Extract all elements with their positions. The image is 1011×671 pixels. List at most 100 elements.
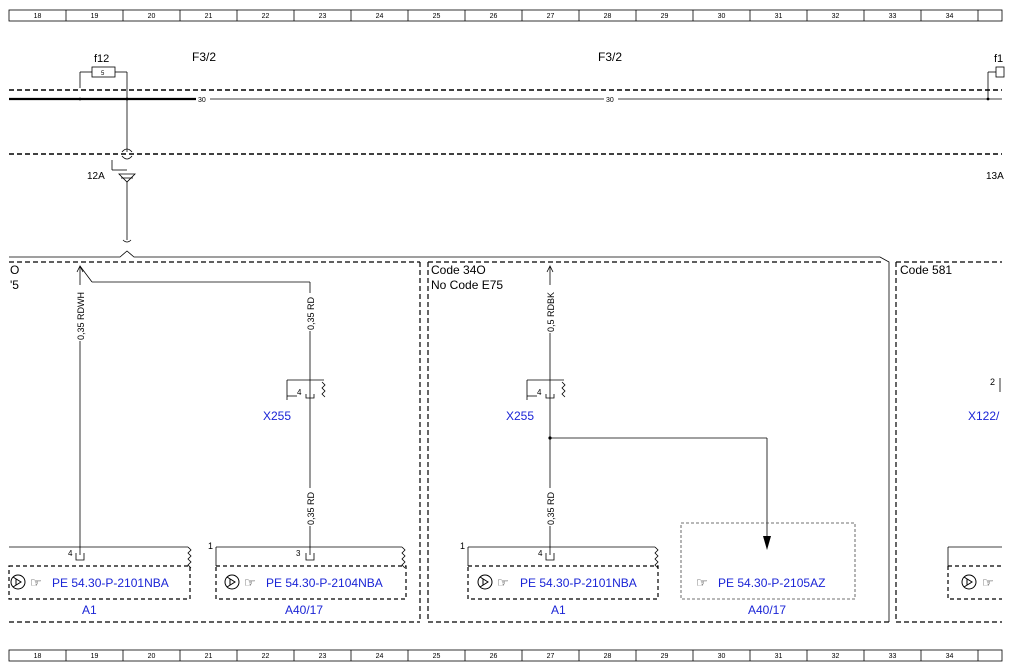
module-a1-mid[interactable]: 1 4 ☞ PE 54.30-P-2101NBA A1 <box>460 541 659 617</box>
zone-right-code: Code 581 <box>900 263 952 277</box>
module-a1-left[interactable]: 4 ☞ PE 54.30-P-2101NBA A1 <box>8 546 192 617</box>
fuse-rating: 5 <box>101 71 105 77</box>
module-num-m2: 1 <box>208 541 213 551</box>
connector-label-x122[interactable]: X122/ <box>968 409 1000 423</box>
fuse-name-right: f1 <box>994 53 1003 65</box>
bottom-ruler-label: 24 <box>376 653 384 660</box>
top-ruler-label: 32 <box>832 13 840 20</box>
bottom-ruler-label: 30 <box>718 653 726 660</box>
wire-label-4: 0,5 RDBK <box>546 292 556 332</box>
bottom-ruler-label: 31 <box>775 653 783 660</box>
top-ruler-label: 26 <box>490 13 498 20</box>
module-ref-m2[interactable]: PE 54.30-P-2104NBA <box>266 576 383 590</box>
top-ruler-label: 33 <box>889 13 897 20</box>
top-ruler-label: 24 <box>376 13 384 20</box>
control-unit-icon <box>961 574 977 590</box>
top-ruler-label: 18 <box>34 13 42 20</box>
bottom-ruler-label: 19 <box>91 653 99 660</box>
zone-outline <box>9 250 890 622</box>
connector-x122[interactable]: 2 X122/ <box>968 377 1001 423</box>
bus-label-b: 30 <box>606 97 614 104</box>
bottom-ruler-label: 21 <box>205 653 213 660</box>
bottom-ruler-label: 29 <box>661 653 669 660</box>
control-unit-icon <box>10 574 26 590</box>
fuse-right-edge: f1 <box>987 53 1005 98</box>
top-ruler-label: 31 <box>775 13 783 20</box>
pin-m3: 4 <box>538 549 543 558</box>
top-ruler-label: 30 <box>718 13 726 20</box>
wire-label-3: 0,35 RD <box>306 491 316 525</box>
wire-rdwh[interactable]: 0,35 RDWH <box>75 265 310 555</box>
bottom-ruler-label: 20 <box>148 653 156 660</box>
wire-label-1: 0,35 RDWH <box>76 292 86 340</box>
module-partial-right[interactable]: ☞ <box>947 546 1002 600</box>
module-ref-m4[interactable]: PE 54.30-P-2105AZ <box>718 576 825 590</box>
pin-x255-mid: 4 <box>537 388 542 397</box>
top-ruler-label: 21 <box>205 13 213 20</box>
top-ruler-label: 20 <box>148 13 156 20</box>
splice-label-right: 13A <box>986 171 1004 182</box>
zone-left-code: O <box>10 263 19 277</box>
bottom-ruler-label: 25 <box>433 653 441 660</box>
wire-rdbk[interactable]: 0,5 RDBK 0,35 RD <box>545 265 771 555</box>
module-name-m4[interactable]: A40/17 <box>748 603 786 617</box>
connector-x255-mid[interactable]: 4 X255 <box>506 379 566 423</box>
top-ruler: 18 19 20 21 22 23 24 25 26 27 28 29 30 31 32 33 34 <box>8 9 1003 22</box>
pin-x122: 2 <box>990 377 995 387</box>
bottom-ruler-label: 34 <box>946 653 954 660</box>
connector-x255-left[interactable]: 4 X255 <box>263 379 326 423</box>
pin-m1: 4 <box>68 549 73 558</box>
top-ruler-label: 29 <box>661 13 669 20</box>
splice-12a: 12A 13A <box>87 88 1004 243</box>
top-ruler-label: 28 <box>604 13 612 20</box>
sheet-ref-right: F3/2 <box>598 50 622 64</box>
bus-30: 30 30 <box>9 95 1002 104</box>
control-unit-icon <box>477 574 493 590</box>
pointing-hand-icon: ☞ <box>244 575 256 590</box>
fuse-f12[interactable]: f12 5 <box>79 53 128 88</box>
top-ruler-label: 25 <box>433 13 441 20</box>
top-ruler-label: 22 <box>262 13 270 20</box>
pointing-hand-icon: ☞ <box>982 575 994 590</box>
control-unit-icon <box>224 574 240 590</box>
module-name-m1[interactable]: A1 <box>82 603 97 617</box>
module-num-m3: 1 <box>460 541 465 551</box>
pin-x255-left: 4 <box>297 388 302 397</box>
zone-left-code-2: '5 <box>10 278 19 292</box>
bottom-ruler-label: 27 <box>547 653 555 660</box>
top-ruler-label: 34 <box>946 13 954 20</box>
zone-mid-code: Code 34O <box>431 263 486 277</box>
bottom-ruler-label: 18 <box>34 653 42 660</box>
pointing-hand-icon: ☞ <box>30 575 42 590</box>
bottom-ruler-label: 28 <box>604 653 612 660</box>
module-ref-m1[interactable]: PE 54.30-P-2101NBA <box>52 576 169 590</box>
top-ruler-label: 27 <box>547 13 555 20</box>
top-ruler-label: 19 <box>91 13 99 20</box>
fuse-body <box>91 66 116 78</box>
top-ruler-label: 23 <box>319 13 327 20</box>
pin-m2: 3 <box>296 549 301 558</box>
bottom-ruler-label: 26 <box>490 653 498 660</box>
bottom-ruler-label: 23 <box>319 653 327 660</box>
wire-rd-1[interactable]: 0,35 RD 0,35 RD <box>305 282 316 555</box>
connector-label-x255-mid[interactable]: X255 <box>506 409 534 423</box>
arrow-down-icon <box>763 536 771 550</box>
pointing-hand-icon: ☞ <box>696 575 708 590</box>
wire-label-2: 0,35 RD <box>306 296 316 330</box>
splice-label-left: 12A <box>87 171 105 182</box>
fuse-name: f12 <box>94 53 109 65</box>
bus-label-a: 30 <box>198 97 206 104</box>
module-name-m2[interactable]: A40/17 <box>285 603 323 617</box>
zone-mid-code-2: No Code E75 <box>431 278 503 292</box>
bottom-ruler-label: 32 <box>832 653 840 660</box>
module-name-m3[interactable]: A1 <box>551 603 566 617</box>
connector-label-x255-left[interactable]: X255 <box>263 409 291 423</box>
bottom-ruler-label: 33 <box>889 653 897 660</box>
module-a40-17-ref[interactable]: ☞ PE 54.30-P-2105AZ A40/17 <box>680 522 856 617</box>
module-a40-17-left[interactable]: 1 3 ☞ PE 54.30-P-2104NBA A40/17 <box>208 541 407 617</box>
sheet-ref-left: F3/2 <box>192 50 216 64</box>
module-ref-m3[interactable]: PE 54.30-P-2101NBA <box>520 576 637 590</box>
pointing-hand-icon: ☞ <box>497 575 509 590</box>
